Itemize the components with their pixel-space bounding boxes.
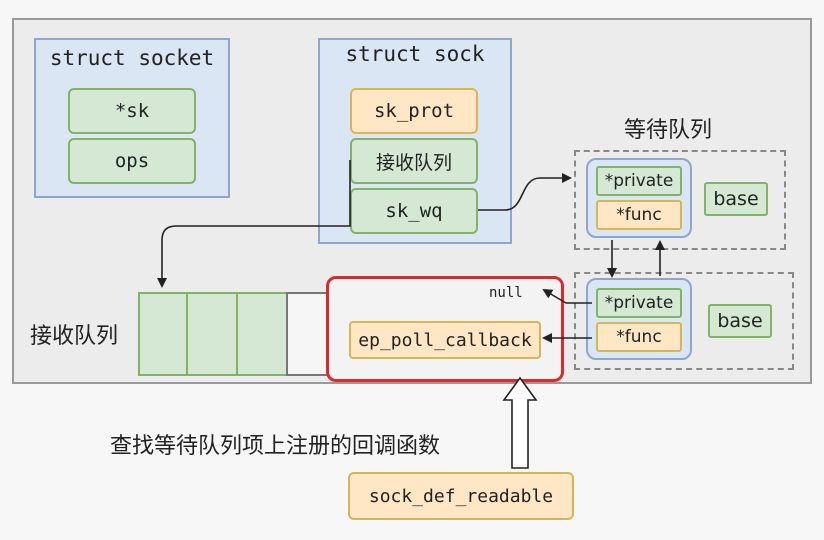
wait-entry-2-private: *private <box>596 288 682 318</box>
struct-socket-panel: struct socket *sk ops <box>34 38 230 198</box>
sock-field-receive-queue: 接收队列 <box>350 138 478 184</box>
wait-queue-title: 等待队列 <box>624 118 713 143</box>
wait-entry-1-private: *private <box>596 166 682 196</box>
wait-queue-entry-2 <box>574 272 794 370</box>
null-label: null <box>489 285 523 301</box>
wait-queue-entry-1 <box>574 150 786 250</box>
sock-def-readable: sock_def_readable <box>348 472 574 520</box>
wait-entry-1-struct: *private *func <box>586 158 692 238</box>
wait-entry-1-base: base <box>704 182 768 216</box>
struct-socket-title: struct socket <box>49 46 215 70</box>
arrow-skwq-to-waitqueue <box>478 173 572 211</box>
ep-poll-callback: ep_poll_callback <box>349 321 541 359</box>
socket-field-sk: *sk <box>68 88 196 134</box>
arrow-recvfield-to-queue <box>157 160 351 288</box>
struct-sock-title: struct sock <box>345 42 485 66</box>
wait-entry-1-func: *func <box>596 200 682 230</box>
receive-queue-slot-2 <box>186 292 238 376</box>
sock-field-sk-prot: sk_prot <box>350 88 478 134</box>
arrow-trigger-up <box>502 376 538 469</box>
wait-entry-2-base: base <box>708 304 772 338</box>
receive-queue-slot-1 <box>138 292 188 376</box>
receive-queue-slot-3 <box>236 292 288 376</box>
callback-highlight-box: null ep_poll_callback <box>326 276 564 382</box>
caption-text: 查找等待队列项上注册的回调函数 <box>110 434 441 459</box>
wait-entry-2-func: *func <box>596 322 682 352</box>
sock-field-sk-wq: sk_wq <box>350 188 478 234</box>
receive-queue-label: 接收队列 <box>30 324 119 349</box>
arrow-private-to-null <box>542 288 592 304</box>
wait-entry-2-struct: *private *func <box>586 278 692 360</box>
socket-field-ops: ops <box>68 138 196 184</box>
